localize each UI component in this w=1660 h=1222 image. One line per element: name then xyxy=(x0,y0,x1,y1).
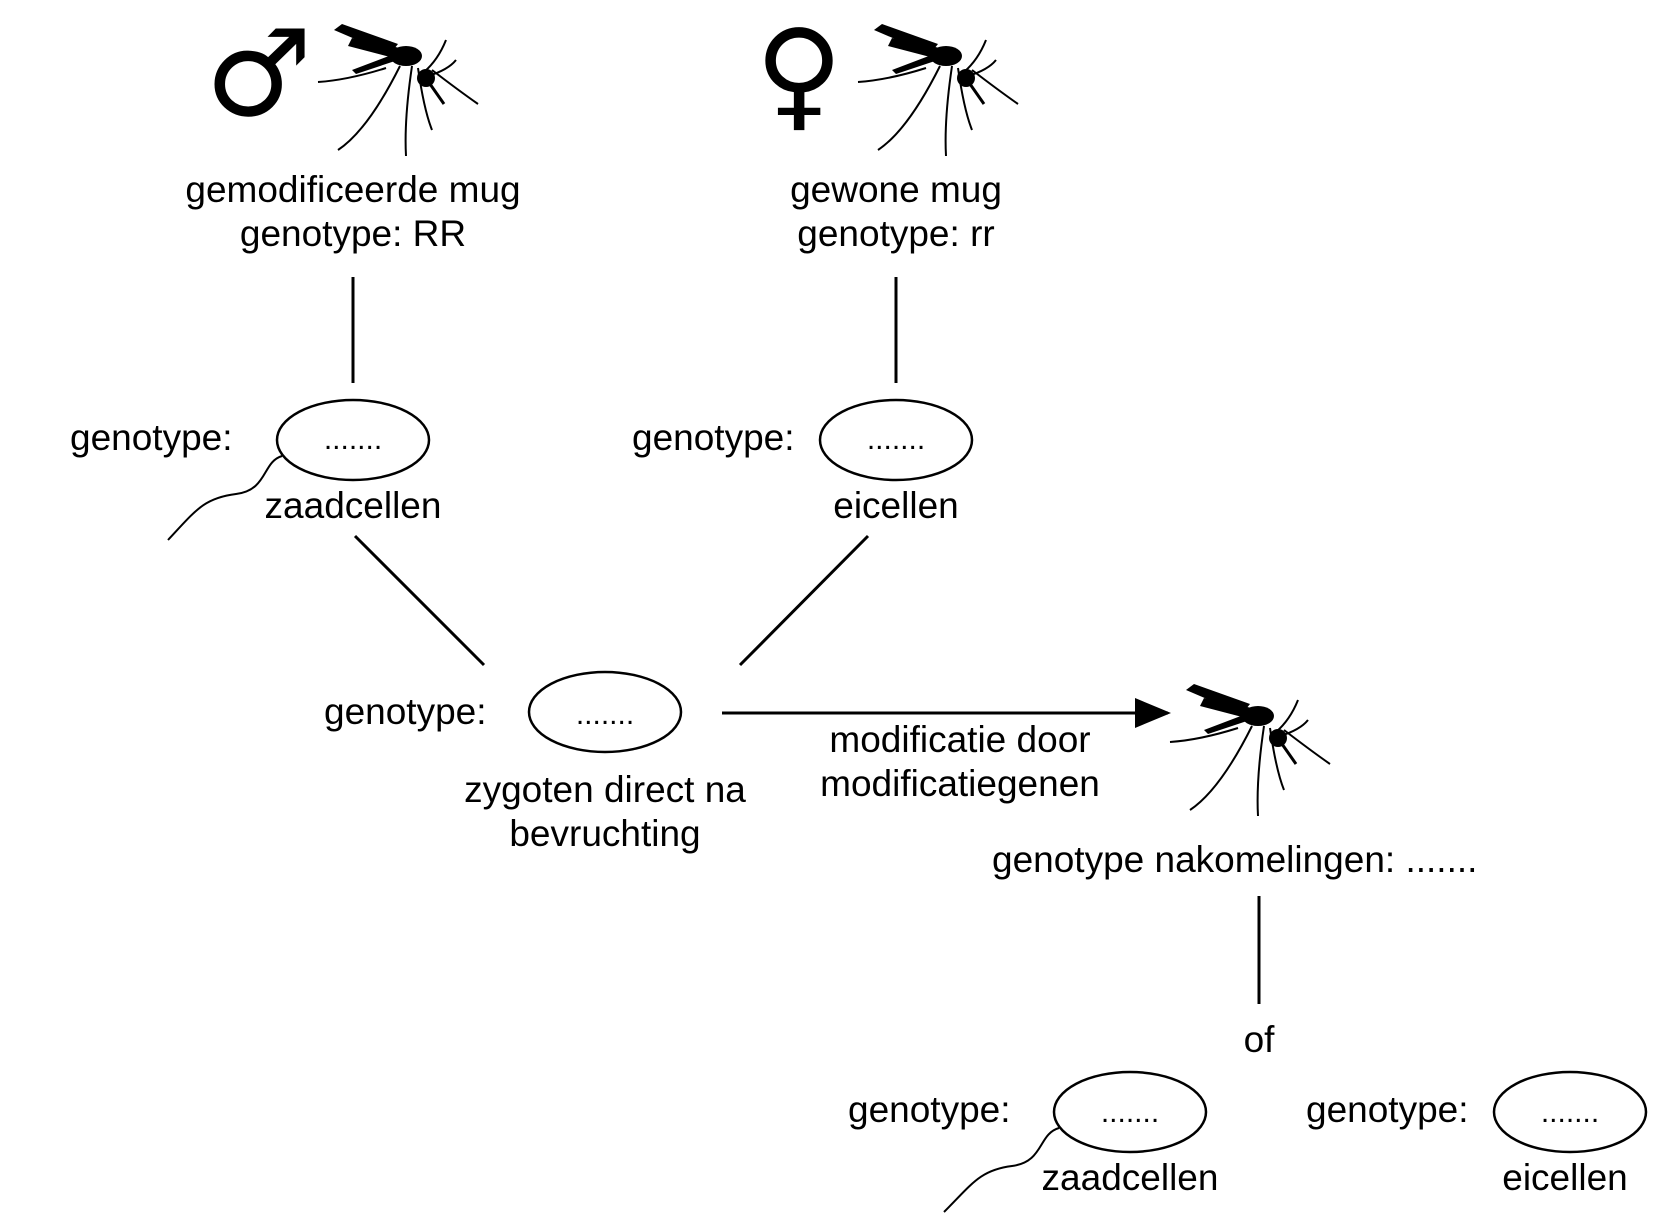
zygote-genotype-ellipse xyxy=(527,670,683,754)
female-mosquito-icon xyxy=(856,22,1020,158)
zygote-label-line1: zygoten direct na xyxy=(464,769,746,810)
modification-label-line2: modificatiegenen xyxy=(820,763,1100,804)
egg-genotype-ellipse xyxy=(818,398,974,482)
offspring-egg-genotype-ellipse xyxy=(1492,1070,1648,1154)
modification-label-line1: modificatie door xyxy=(829,719,1091,760)
offspring-sperm-genotype-prefix: genotype: xyxy=(848,1089,1011,1130)
offspring-sperm-genotype-ellipse xyxy=(1052,1070,1208,1154)
egg-to-zygote-line xyxy=(738,534,870,667)
zygote-genotype-prefix: genotype: xyxy=(324,691,487,732)
sperm-label: zaadcellen xyxy=(264,485,442,526)
offspring-egg-genotype-value: ....... xyxy=(1540,1096,1600,1129)
male-mosquito-icon xyxy=(316,22,480,158)
offspring-egg-genotype-prefix: genotype: xyxy=(1306,1089,1469,1130)
sperm-genotype-ellipse xyxy=(275,398,431,482)
zygote-label-line2: bevruchting xyxy=(509,813,701,854)
egg-label: eicellen xyxy=(833,485,959,526)
male-symbol-icon: ♂ xyxy=(205,5,313,144)
or-label: of xyxy=(1243,1019,1275,1060)
offspring-sperm-tail-icon xyxy=(943,1127,1060,1213)
sperm-to-zygote-line xyxy=(353,534,486,667)
sperm-genotype-value: ....... xyxy=(323,423,383,456)
female-symbol-icon: ♀ xyxy=(755,5,843,144)
zygote-genotype-value: ....... xyxy=(575,698,635,731)
offspring-genotype-label: genotype nakomelingen: ....... xyxy=(992,839,1478,880)
female-parent-genotype: genotype: rr xyxy=(797,213,995,254)
egg-genotype-value: ....... xyxy=(866,423,926,456)
offspring-sperm-genotype-value: ....... xyxy=(1100,1096,1160,1129)
female-parent-title: gewone mug xyxy=(790,169,1002,210)
sperm-genotype-prefix: genotype: xyxy=(70,417,233,458)
sperm-tail-icon xyxy=(167,455,283,541)
offspring-sperm-label: zaadcellen xyxy=(1041,1157,1219,1198)
egg-genotype-prefix: genotype: xyxy=(632,417,795,458)
offspring-mosquito-icon xyxy=(1168,682,1332,818)
male-parent-title: gemodificeerde mug xyxy=(185,169,521,210)
male-parent-genotype: genotype: RR xyxy=(239,213,467,254)
offspring-egg-label: eicellen xyxy=(1502,1157,1628,1198)
